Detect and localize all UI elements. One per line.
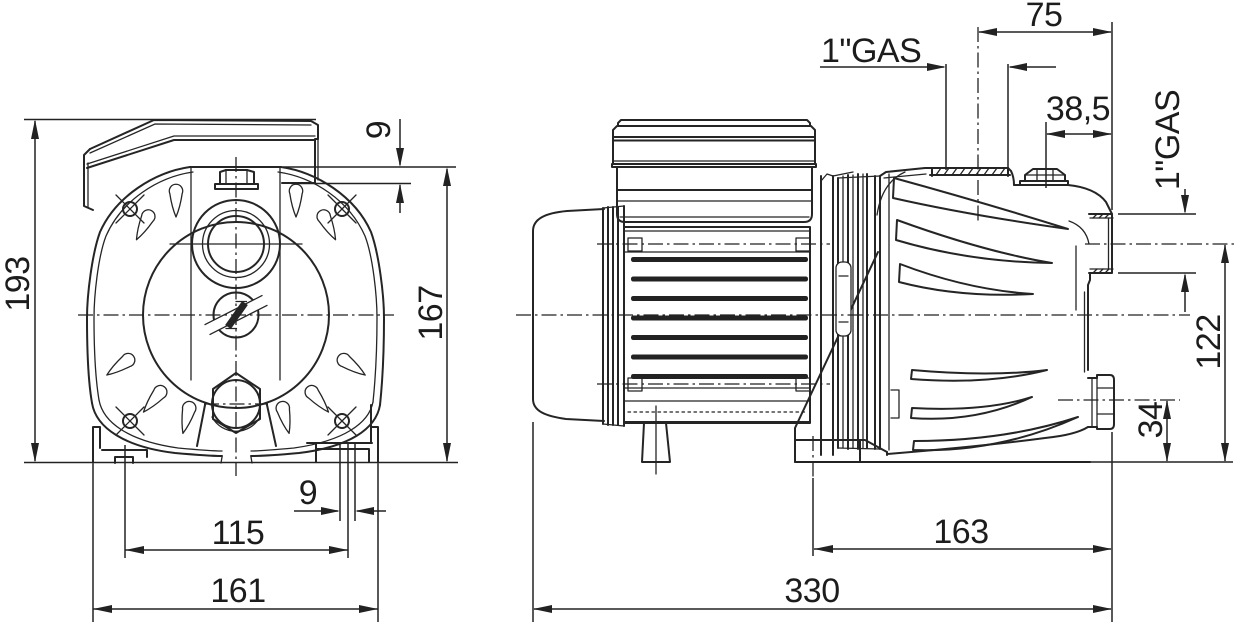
svg-text:167: 167 — [412, 285, 450, 340]
svg-text:9: 9 — [360, 121, 398, 139]
svg-text:330: 330 — [784, 572, 839, 610]
svg-text:75: 75 — [1026, 0, 1063, 34]
svg-text:9: 9 — [299, 474, 317, 512]
svg-text:161: 161 — [210, 572, 265, 610]
svg-text:193: 193 — [0, 256, 37, 311]
svg-text:115: 115 — [212, 514, 265, 552]
svg-text:34: 34 — [1132, 402, 1170, 439]
svg-text:1"GAS: 1"GAS — [1149, 90, 1187, 190]
svg-text:38,5: 38,5 — [1046, 90, 1110, 128]
svg-text:163: 163 — [933, 513, 988, 551]
svg-text:122: 122 — [1190, 314, 1228, 369]
svg-text:1"GAS: 1"GAS — [821, 32, 921, 70]
